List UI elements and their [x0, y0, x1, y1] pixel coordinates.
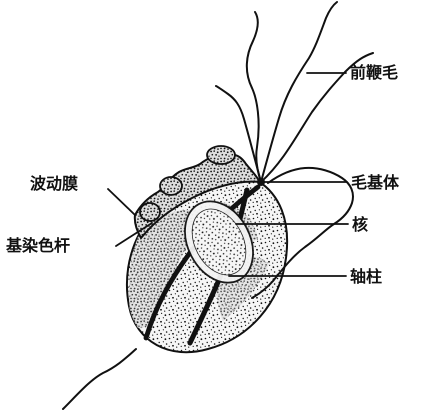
label-costa: 基染色杆 — [5, 236, 70, 255]
label-basal-body: 毛基体 — [351, 173, 400, 192]
posterior-flagellum — [63, 349, 136, 409]
membrane-nodule-1 — [140, 203, 160, 221]
leader-line-undulating-membrane — [108, 189, 135, 215]
membrane-nodule-2 — [160, 177, 182, 195]
label-axostyle: 轴柱 — [350, 267, 382, 286]
label-undulating-membrane: 波动膜 — [30, 174, 78, 193]
anterior-flagellum-1 — [261, 2, 337, 182]
label-anterior-flagella: 前鞭毛 — [350, 63, 398, 82]
membrane-nodule-3 — [207, 146, 235, 164]
label-nucleus: 核 — [352, 215, 368, 234]
